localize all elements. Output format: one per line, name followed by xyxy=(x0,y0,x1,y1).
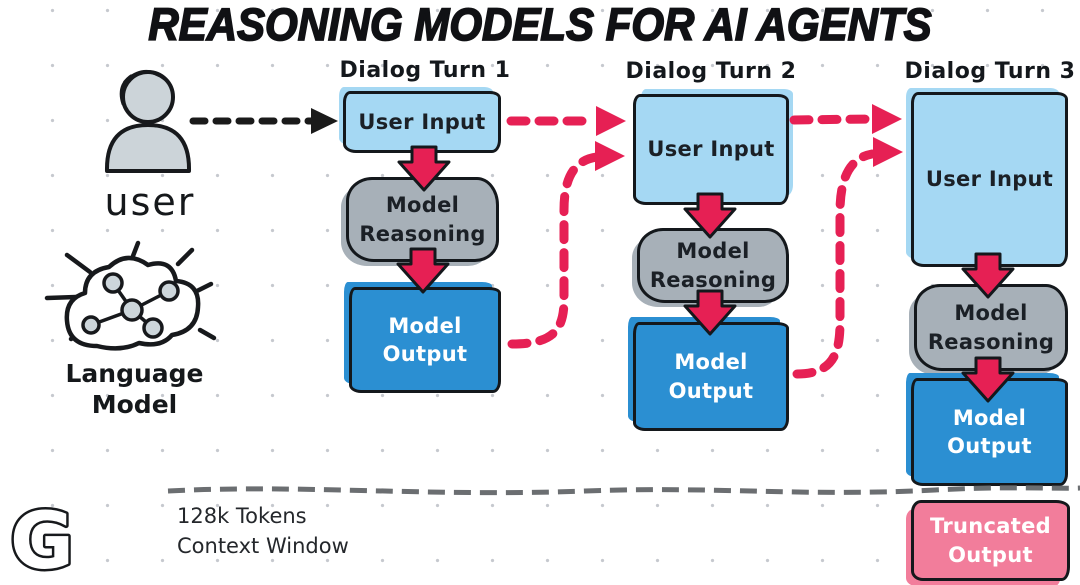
turn2-model-output-box: Model Output xyxy=(633,322,789,431)
user-label: user xyxy=(104,180,196,224)
language-model-label-line2: Model xyxy=(91,390,178,420)
turn2-model-reasoning-box: Model Reasoning xyxy=(637,228,789,303)
context-window-label: 128k Tokens Context Window xyxy=(177,501,349,562)
language-model-label: Language Model xyxy=(37,358,232,421)
turn2-output-carryover-arrowhead xyxy=(873,137,903,167)
cloud-network-graph xyxy=(81,272,180,339)
turn3-user-input-box: User Input xyxy=(911,92,1068,267)
turn2-input-carryover-arrowhead xyxy=(872,104,902,134)
user-to-turn1-arrowhead xyxy=(311,108,338,134)
dialog-turn-3-header: Dialog Turn 3 xyxy=(904,59,1076,84)
turn3-model-reasoning-box: Model Reasoning xyxy=(914,284,1068,371)
turn1-input-carryover-arrowhead xyxy=(596,106,626,136)
dialog-turn-2-header: Dialog Turn 2 xyxy=(625,59,797,84)
turn1-model-reasoning-box: Model Reasoning xyxy=(346,177,499,262)
context-window-line1: 128k Tokens xyxy=(177,504,307,528)
turn2-user-input-box: User Input xyxy=(633,94,789,205)
user-avatar-icon xyxy=(104,70,192,173)
logo-g-letter: G xyxy=(10,500,74,582)
turn1-model-output-box: Model Output xyxy=(349,287,501,393)
turn1-output-carryover-arrowhead xyxy=(595,141,625,171)
turn2-input-carryover-arrow xyxy=(789,114,875,125)
turn3-model-output-box: Model Output xyxy=(911,378,1068,486)
language-model-cloud-icon xyxy=(44,240,217,351)
turn3-truncated-output-box: Truncated Output xyxy=(911,500,1070,581)
logo-g-icon: G xyxy=(8,500,77,582)
turn1-user-input-box: User Input xyxy=(343,91,501,153)
context-window-line2: Context Window xyxy=(177,534,349,559)
turn2-output-carryover-arrow xyxy=(792,149,877,379)
turn1-output-carryover-arrow xyxy=(507,152,602,349)
context-window-boundary-line xyxy=(167,485,1080,496)
language-model-label-line1: Language xyxy=(65,359,204,388)
diagram-title: REASONING MODELS FOR AI AGENTS xyxy=(148,0,933,51)
dialog-turn-1-header: Dialog Turn 1 xyxy=(339,58,511,83)
